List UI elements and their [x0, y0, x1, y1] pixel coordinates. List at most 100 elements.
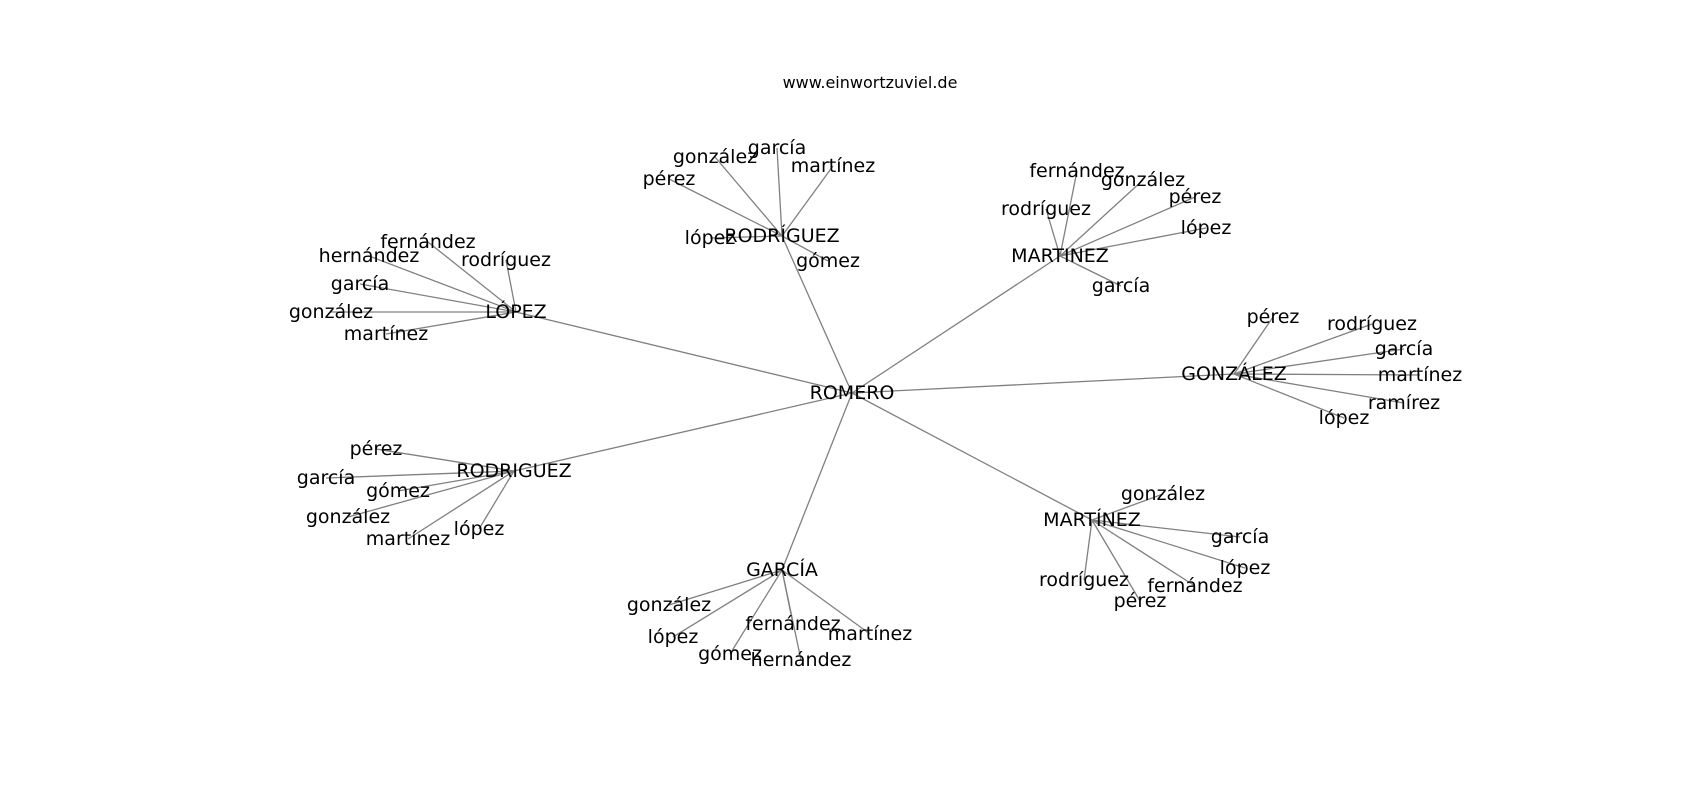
edge-hub-leaf	[478, 470, 515, 530]
edge-hub-leaf	[1233, 373, 1405, 404]
hub-node-label: RODRÍGUEZ	[724, 224, 839, 247]
leaf-node-label: lópez	[648, 626, 699, 648]
edge-hub-leaf	[1233, 348, 1405, 375]
leaf-node-label: gonzález	[306, 506, 390, 528]
leaf-node-label: fernández	[1029, 160, 1124, 182]
edge-hub-leaf	[1083, 519, 1093, 581]
leaf-node-label: martínez	[828, 623, 912, 645]
edge-hub-leaf	[368, 255, 517, 313]
leaf-node-label: garcía	[297, 467, 355, 489]
leaf-node-label: pérez	[1247, 306, 1300, 328]
edge-center-hub	[851, 373, 1235, 394]
edge-hub-leaf	[714, 156, 783, 237]
edge-hub-leaf	[1233, 373, 1345, 419]
leaf-node-label: lópez	[1319, 407, 1370, 429]
edge-center-hub	[513, 392, 853, 472]
hub-node-label: GARCÍA	[746, 558, 818, 581]
hub-node-label: GONZÁLEZ	[1181, 362, 1287, 385]
leaf-node-label: fernández	[1147, 575, 1242, 597]
edge-hub-leaf	[1091, 493, 1164, 521]
leaf-node-label: gonzález	[1101, 169, 1185, 191]
edge-hub-leaf	[781, 569, 802, 661]
diagram-title: www.einwortzuviel.de	[783, 73, 958, 92]
leaf-node-label: gonzález	[627, 594, 711, 616]
edge-hub-leaf	[709, 235, 783, 239]
hub-node-label: LÓPEZ	[485, 299, 546, 323]
leaf-node-label: rodríguez	[1001, 198, 1091, 220]
edge-hub-leaf	[407, 470, 515, 540]
leaf-node-label: lópez	[1181, 217, 1232, 239]
edge-hub-leaf	[325, 470, 515, 479]
leaf-node-label: garcía	[748, 137, 806, 159]
hub-node-label: RODRIGUEZ	[456, 460, 571, 482]
edge-hub-leaf	[776, 147, 783, 237]
labels-layer: ROMERORODRÍGUEZgonzálezgarcíamartínezpér…	[289, 137, 1462, 671]
leaf-node-label: gonzález	[1121, 483, 1205, 505]
leaf-node-label: fernández	[745, 613, 840, 635]
edge-center-hub	[781, 392, 853, 571]
edge-hub-leaf	[1233, 316, 1274, 375]
edge-hub-leaf	[668, 569, 783, 606]
leaf-node-label: rodríguez	[1327, 313, 1417, 335]
edge-center-hub	[515, 311, 853, 394]
leaf-node-label: garcía	[331, 273, 389, 295]
leaf-node-label: garcía	[1211, 526, 1269, 548]
leaf-node-label: lópez	[1220, 557, 1271, 579]
leaf-node-label: martínez	[366, 528, 450, 550]
edge-hub-leaf	[672, 569, 783, 638]
leaf-node-label: martínez	[344, 323, 428, 345]
edge-hub-leaf	[1233, 373, 1421, 376]
leaf-node-label: martínez	[791, 155, 875, 177]
edge-hub-leaf	[1059, 196, 1196, 257]
edge-hub-leaf	[1059, 179, 1144, 257]
leaf-node-label: hernández	[751, 649, 852, 671]
leaf-node-label: garcía	[1092, 275, 1150, 297]
edge-center-hub	[851, 392, 1093, 521]
edge-hub-leaf	[359, 283, 517, 313]
edges-layer	[325, 147, 1421, 661]
edge-hub-leaf	[729, 569, 783, 655]
leaf-node-label: martínez	[1378, 364, 1462, 386]
edge-hub-leaf	[375, 448, 515, 472]
leaf-node-label: gómez	[366, 480, 430, 502]
edge-hub-leaf	[385, 311, 517, 335]
leaf-node-label: gonzález	[289, 301, 373, 323]
edge-hub-leaf	[1091, 519, 1246, 569]
leaf-node-label: pérez	[643, 168, 696, 190]
edge-hub-leaf	[781, 235, 829, 262]
leaf-node-label: hernández	[319, 245, 420, 267]
leaf-node-label: ramírez	[1368, 392, 1440, 414]
edge-hub-leaf	[668, 178, 783, 237]
edge-hub-leaf	[1091, 519, 1241, 538]
hub-node-label: MARTÍNEZ	[1043, 508, 1141, 531]
edge-hub-leaf	[781, 569, 871, 635]
edge-hub-leaf	[427, 241, 517, 313]
edge-hub-leaf	[1059, 255, 1122, 287]
edge-hub-leaf	[1059, 170, 1078, 257]
leaf-node-label: rodríguez	[1039, 569, 1129, 591]
leaf-node-label: pérez	[350, 438, 403, 460]
leaf-node-label: gonzález	[673, 146, 757, 168]
leaf-node-label: gómez	[698, 643, 762, 665]
leaf-node-label: garcía	[1375, 338, 1433, 360]
edge-center-hub	[781, 235, 853, 394]
leaf-node-label: pérez	[1114, 590, 1167, 612]
edge-hub-leaf	[397, 470, 515, 492]
center-node-label: ROMERO	[810, 382, 895, 404]
edge-hub-leaf	[505, 259, 517, 313]
edge-hub-leaf	[1045, 208, 1061, 257]
leaf-node-label: lópez	[685, 227, 736, 249]
edge-hub-leaf	[1091, 519, 1196, 587]
leaf-node-label: rodríguez	[461, 249, 551, 271]
leaf-node-label: fernández	[380, 231, 475, 253]
leaf-node-label: lópez	[454, 518, 505, 540]
edge-hub-leaf	[1233, 323, 1373, 375]
hub-node-label: MARTINEZ	[1011, 245, 1109, 267]
edge-hub-leaf	[1059, 227, 1207, 257]
edge-hub-leaf	[1091, 519, 1141, 602]
leaf-node-label: pérez	[1169, 186, 1222, 208]
edge-hub-leaf	[781, 165, 834, 237]
edge-hub-leaf	[347, 470, 515, 518]
leaf-node-label: gómez	[796, 250, 860, 272]
